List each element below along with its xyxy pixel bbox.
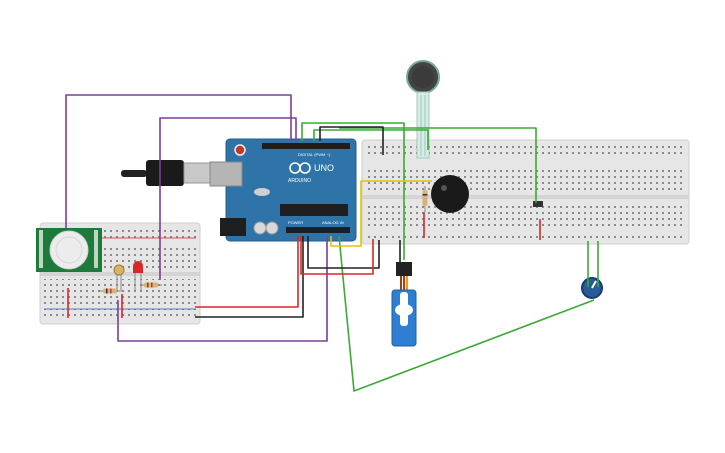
potentiometer[interactable] bbox=[581, 277, 603, 299]
wire-purple-photoresistor[interactable] bbox=[159, 117, 297, 280]
wire-green-force-sensor[interactable] bbox=[313, 129, 429, 150]
wire-green-buzzer[interactable] bbox=[339, 127, 537, 203]
force-sensor[interactable] bbox=[406, 60, 440, 159]
microcontroller-chip bbox=[280, 204, 348, 216]
wires bbox=[65, 94, 599, 392]
arduino-logo bbox=[289, 162, 311, 174]
wire-green-potentiometer[interactable] bbox=[338, 235, 595, 392]
board-logo-text: UNO bbox=[314, 163, 334, 173]
wire-yellow-buzzer[interactable] bbox=[330, 180, 432, 247]
pushbutton-lead[interactable] bbox=[533, 201, 543, 207]
resistor-3[interactable] bbox=[422, 186, 428, 212]
wire-black-small-board[interactable] bbox=[195, 236, 304, 318]
board-brand-text: ARDUINO bbox=[288, 178, 311, 184]
digital-header-label: DIGITAL (PWM ~) bbox=[298, 152, 331, 157]
arduino-uno[interactable]: UNO ARDUINO DIGITAL (PWM ~) POWER ANALOG… bbox=[209, 138, 357, 242]
resistor-2[interactable] bbox=[140, 282, 162, 288]
led[interactable] bbox=[133, 261, 143, 290]
analog-header-label: ANALOG IN bbox=[322, 220, 344, 225]
breadboard-large[interactable] bbox=[361, 139, 690, 245]
power-header-label: POWER bbox=[288, 220, 303, 225]
pir-sensor[interactable] bbox=[36, 228, 102, 272]
piezo-buzzer[interactable] bbox=[431, 175, 469, 213]
servo-motor[interactable] bbox=[391, 262, 417, 347]
wire-purple-analog[interactable] bbox=[117, 236, 328, 342]
wire-red-servo-power[interactable] bbox=[300, 236, 374, 275]
usb-cable bbox=[121, 160, 215, 186]
wire-red-5v[interactable] bbox=[195, 236, 299, 308]
wire-black-gnd[interactable] bbox=[319, 126, 384, 155]
reset-button[interactable] bbox=[234, 144, 246, 156]
photoresistor[interactable] bbox=[113, 264, 125, 290]
resistor-1[interactable] bbox=[98, 288, 122, 294]
wire-green-servo[interactable] bbox=[301, 122, 405, 260]
wire-black-gnd-2[interactable] bbox=[307, 236, 380, 269]
